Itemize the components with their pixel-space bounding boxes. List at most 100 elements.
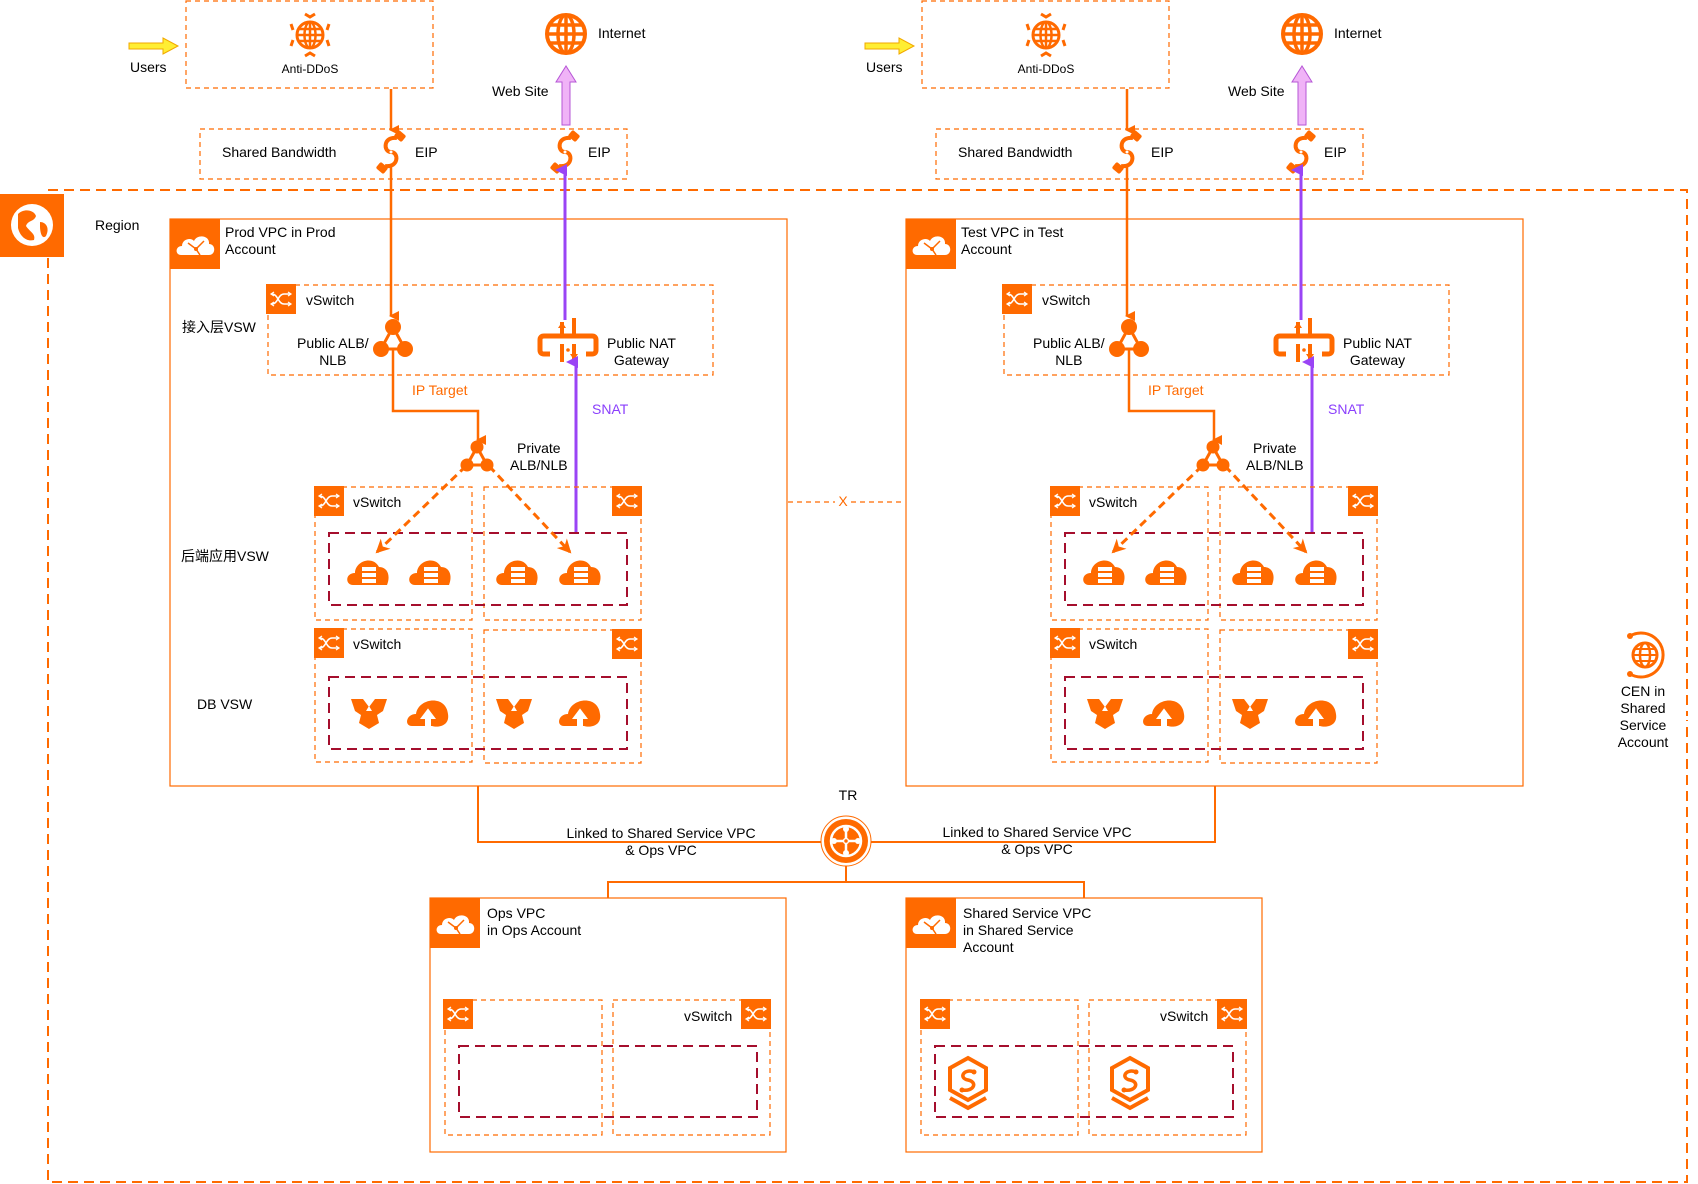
- snat-label: SNAT: [592, 401, 629, 417]
- ip-target-label: IP Target: [412, 382, 468, 398]
- region-label: Region: [95, 217, 140, 233]
- public-nat-label: Public NAT Gateway: [607, 335, 676, 368]
- shared-bandwidth-box: [199, 128, 628, 180]
- ecs-icon: [559, 560, 601, 585]
- vpc-cloud-icon: [169, 218, 221, 270]
- anti-ddos-icon: [1025, 12, 1067, 58]
- public-alb-label: Public ALB/ NLB: [1033, 335, 1105, 368]
- ecs-icon: [347, 560, 389, 585]
- cen-label: CEN in Shared Service Account: [1617, 683, 1669, 750]
- private-alb-label: Private ALB/NLB: [1246, 440, 1304, 473]
- anti-ddos-icon: [289, 12, 331, 58]
- anti-ddos-box: [185, 0, 434, 89]
- top-section-right: [864, 0, 1364, 180]
- shared-service-vpc: [905, 897, 1263, 1153]
- vswitch-label: vSwitch: [1042, 292, 1091, 308]
- shared-bandwidth-label: Shared Bandwidth: [222, 144, 337, 160]
- redis-icon: [1142, 699, 1186, 728]
- vswitch-label: vSwitch: [306, 292, 355, 308]
- vswitch-label: vSwitch: [353, 494, 402, 510]
- rds-icon: [351, 699, 387, 729]
- nat-gateway-icon: [540, 318, 596, 362]
- rds-icon: [496, 699, 532, 729]
- ecs-icon: [1145, 560, 1187, 585]
- shared-service-icon: [948, 1056, 988, 1110]
- public-nat-label: Public NAT Gateway: [1343, 335, 1412, 368]
- vswitch-icon: [611, 628, 643, 660]
- redis-icon: [406, 699, 450, 728]
- row-label-access: 接入层VSW: [182, 319, 256, 335]
- vswitch-icon: [1347, 485, 1379, 517]
- prod-vpc: [169, 164, 788, 787]
- vswitch-label: vSwitch: [353, 636, 402, 652]
- vswitch-icon: [1049, 485, 1081, 517]
- ops-vpc: [429, 897, 787, 1153]
- ecs-icon: [1232, 560, 1274, 585]
- region-globe-icon: [0, 194, 64, 257]
- vswitch-label: vSwitch: [1089, 636, 1138, 652]
- users-arrow: [864, 37, 916, 55]
- vswitch-label: vSwitch: [684, 1008, 733, 1024]
- ops-vpc-title: Ops VPC in Ops Account: [487, 905, 582, 938]
- eip-out-icon: [547, 127, 583, 177]
- internet-label: Internet: [598, 25, 646, 41]
- eip-in-label: EIP: [1151, 144, 1174, 160]
- row-label-backend: 后端应用VSW: [181, 548, 269, 564]
- nat-gateway-icon: [1276, 318, 1332, 362]
- ecs-icon: [409, 560, 451, 585]
- redis-icon: [1294, 699, 1338, 728]
- rds-icon: [1087, 699, 1123, 729]
- ecs-icon: [1295, 560, 1337, 585]
- vswitch-icon: [1216, 998, 1248, 1030]
- anti-ddos-box: [921, 0, 1170, 89]
- vswitch-label: vSwitch: [1160, 1008, 1209, 1024]
- redis-icon: [558, 699, 602, 728]
- tr-label: TR: [838, 787, 858, 803]
- vswitch-icon: [919, 998, 951, 1030]
- private-alb-label: Private ALB/NLB: [510, 440, 568, 473]
- web-site-label: Web Site: [492, 83, 549, 99]
- prod-vpc-title: Prod VPC in Prod Account: [225, 224, 336, 257]
- eip-out-label: EIP: [588, 144, 611, 160]
- ip-target-label: IP Target: [1148, 382, 1204, 398]
- cen-icon: [1627, 631, 1665, 679]
- vswitch-icon: [313, 485, 345, 517]
- internet-globe-icon: [545, 13, 587, 55]
- tr-connections: [477, 786, 1216, 898]
- test-vpc: [905, 164, 1524, 787]
- shared-service-icon: [1110, 1056, 1150, 1110]
- row-label-db: DB VSW: [197, 696, 253, 712]
- shared-vpc-title: Shared Service VPC in Shared Service Acc…: [963, 905, 1092, 955]
- vpc-cloud-icon: [905, 897, 957, 949]
- top-section-left: [128, 0, 628, 180]
- anti-ddos-label: Anti-DDoS: [281, 62, 339, 76]
- users-label: Users: [866, 59, 903, 75]
- website-arrow: [1291, 65, 1313, 126]
- vswitch-icon: [1049, 627, 1081, 659]
- vswitch-icon: [1001, 283, 1033, 315]
- vswitch-icon: [313, 627, 345, 659]
- users-label: Users: [130, 59, 167, 75]
- vswitch-label: vSwitch: [1089, 494, 1138, 510]
- transit-router-icon: [820, 815, 872, 867]
- internet-globe-icon: [1281, 13, 1323, 55]
- shared-bandwidth-label: Shared Bandwidth: [958, 144, 1073, 160]
- ecs-icon: [1083, 560, 1125, 585]
- shared-bandwidth-box: [935, 128, 1364, 180]
- ecs-icon: [496, 560, 538, 585]
- vswitch-icon: [265, 283, 297, 315]
- web-site-label: Web Site: [1228, 83, 1285, 99]
- eip-out-label: EIP: [1324, 144, 1347, 160]
- vswitch-icon: [442, 998, 474, 1030]
- eip-in-label: EIP: [415, 144, 438, 160]
- snat-label: SNAT: [1328, 401, 1365, 417]
- vpc-cloud-icon: [905, 218, 957, 270]
- vswitch-icon: [1347, 628, 1379, 660]
- internet-label: Internet: [1334, 25, 1382, 41]
- region-boundary: [47, 189, 1688, 1183]
- tr-link-right-label: Linked to Shared Service VPC & Ops VPC: [942, 824, 1132, 857]
- vpc-cloud-icon: [429, 897, 481, 949]
- public-alb-label: Public ALB/ NLB: [297, 335, 369, 368]
- anti-ddos-label: Anti-DDoS: [1017, 62, 1075, 76]
